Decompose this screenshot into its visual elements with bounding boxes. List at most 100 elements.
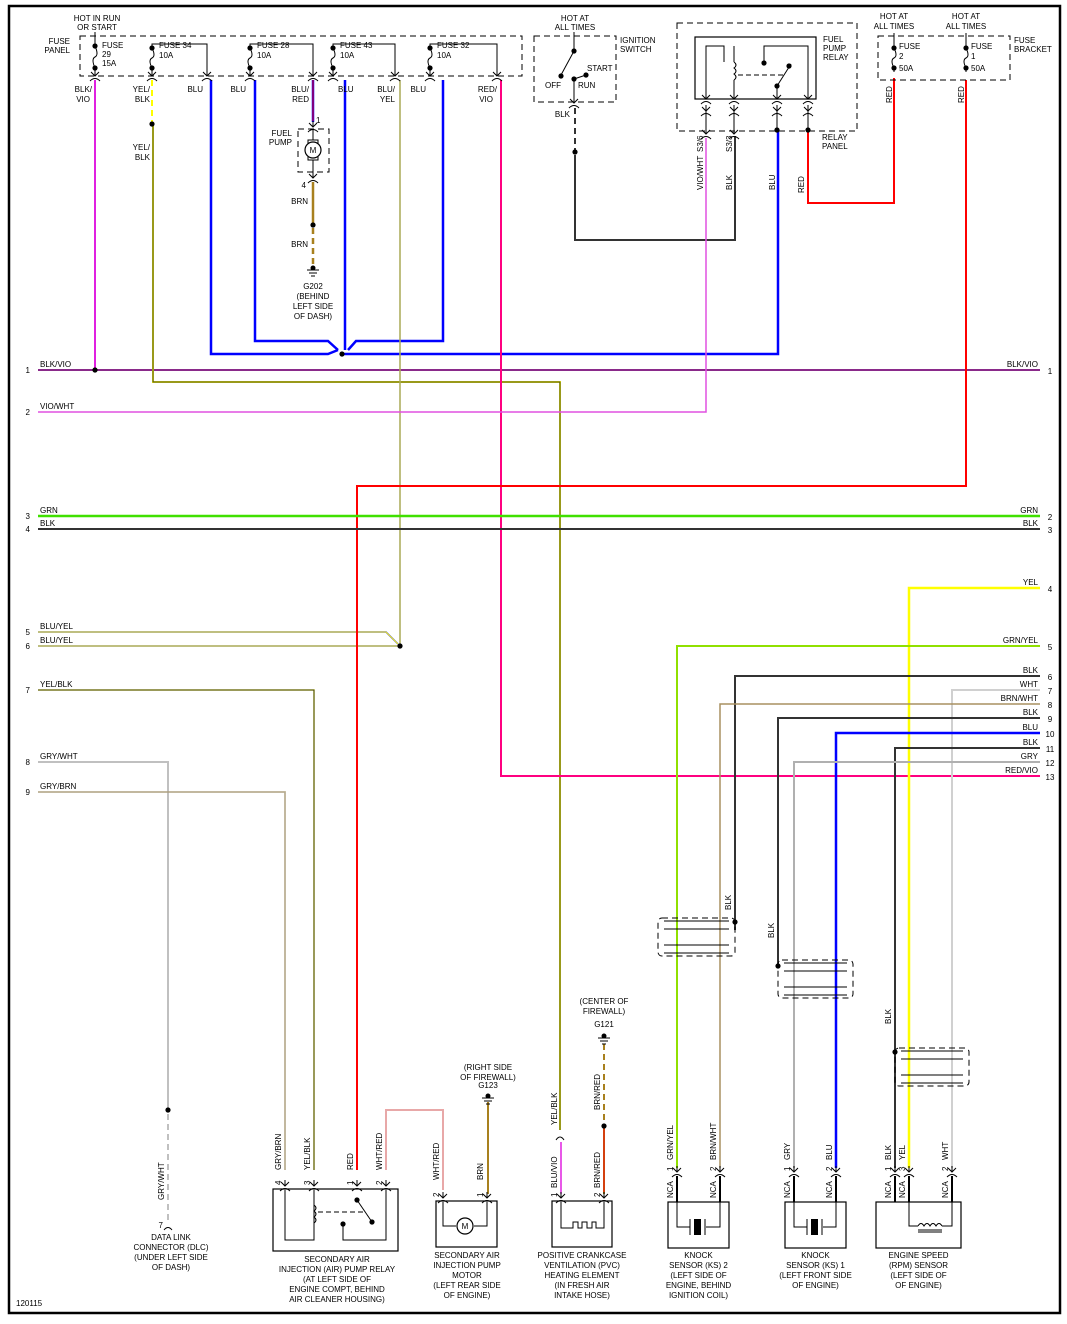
hot-at-all-times-label: ALL TIMES	[946, 22, 986, 31]
right-pin-number: 8	[1048, 701, 1053, 710]
bus-wire-5-blu-yel	[38, 631, 399, 645]
wire-yel-blk-to-pcv-tracer	[152, 124, 561, 1130]
air-relay-pin-socket	[351, 1188, 363, 1192]
wire-color-label: RED/	[478, 85, 498, 94]
bus-wire-9-gry-brn-tracer	[38, 791, 286, 1170]
splice-dot	[397, 643, 403, 649]
wire-color-label: BLK	[724, 894, 733, 910]
fuse-rating: 10A	[257, 51, 272, 60]
relay-pin-socket	[700, 101, 712, 105]
splice-dot	[339, 351, 345, 357]
heating-element-icon	[560, 1202, 605, 1229]
left-pin-number: 7	[26, 686, 31, 695]
fuse-panel-label: FUSE	[49, 37, 70, 46]
nca-label: NCA	[884, 1180, 893, 1198]
rpm-sensor-box	[875, 1201, 962, 1249]
fuse-panel-connector-pin	[245, 70, 255, 77]
wire-color-label: VIO	[76, 95, 90, 104]
right-pin-wire-label: BLK	[1023, 666, 1039, 675]
ground-id: G123	[478, 1081, 498, 1090]
wires-layer	[38, 78, 1040, 1222]
relay-pin-id: S3/6	[696, 135, 705, 152]
left-pin-wire-label: BLK	[40, 519, 56, 528]
fuse-panel-connector-pin	[90, 70, 100, 77]
fuse-rating: 10A	[159, 51, 174, 60]
rpm-sensor-shield	[894, 1047, 970, 1087]
wire-color-label: RED	[797, 176, 806, 193]
wire-color-label: BLK	[884, 1008, 893, 1024]
bus-wire-r5-grn-yel	[676, 645, 1040, 1168]
piezo-crystal-icon	[694, 1219, 701, 1235]
fuse-icon	[891, 44, 897, 72]
pcv-pin-socket	[598, 1200, 610, 1204]
wire-color-label: BLK/	[75, 85, 93, 94]
switch-position-run: RUN	[578, 81, 596, 90]
switch-start-link	[573, 74, 587, 80]
fuse-terminal	[247, 45, 253, 51]
wire-color-label: RED	[885, 86, 894, 103]
relay-pin-socket	[802, 101, 814, 105]
component-name-air-relay: AIR CLEANER HOUSING)	[289, 1295, 385, 1304]
fuse-panel-connector-pin-socket	[89, 78, 101, 82]
ground-terminal	[601, 1033, 607, 1039]
relay-panel-pin	[803, 105, 813, 112]
wire-color-label: BLU	[825, 1144, 834, 1160]
air-relay-pin	[352, 1180, 362, 1187]
motor-symbol-label: M	[462, 1222, 469, 1231]
fuel-pump-motor-icon	[304, 141, 322, 159]
fuel-pump-label: PUMP	[269, 138, 292, 147]
left-pin-wire-label: GRN	[40, 506, 58, 515]
component-name-dlc: CONNECTOR (DLC)	[134, 1243, 209, 1252]
wire-blk-ignition-to-relay	[574, 136, 736, 241]
left-pin-number: 2	[26, 408, 31, 417]
component-name-air-motor: INJECTION PUMP	[433, 1261, 501, 1270]
air-motor-lead	[442, 1202, 456, 1227]
component-name-dlc: OF DASH)	[152, 1263, 191, 1272]
fuse-number: 29	[102, 50, 111, 59]
ignition-switch-label: IGNITION	[620, 36, 656, 45]
wire-color-label: GRN/YEL	[666, 1124, 675, 1160]
fuse-panel-connector-pin-socket	[146, 78, 158, 82]
rpm-sensor-pin-socket	[903, 1174, 915, 1178]
right-pin-wire-label: GRY	[1021, 752, 1039, 761]
ground-g121-icon	[598, 1037, 610, 1045]
air-relay-contact-lead	[342, 1190, 387, 1241]
fuse-icon	[963, 44, 969, 72]
fuse-terminal	[427, 65, 433, 71]
knock-sensor-2-pin	[672, 1166, 682, 1173]
ground-id: G121	[594, 1020, 614, 1029]
wire-color-label: BLU/	[377, 85, 396, 94]
fuse-panel-connector-pin	[147, 70, 157, 77]
wire-color-label: BLU	[338, 85, 354, 94]
ground-g202-icon	[307, 269, 319, 277]
ignition-switch-connector	[569, 97, 579, 104]
ks-lead	[793, 1202, 807, 1228]
fuel-pump-relay-box	[694, 36, 817, 100]
component-name-knock-sensor-2: SENSOR (KS) 2	[669, 1261, 728, 1270]
component-name-knock-sensor-1: KNOCK	[801, 1251, 830, 1260]
air-relay-pin	[309, 1180, 319, 1187]
fuse-icon	[92, 42, 98, 72]
air-motor-pin-socket	[481, 1200, 493, 1204]
fuse-terminal	[891, 45, 897, 51]
right-pin-number: 10	[1046, 730, 1055, 739]
air-relay-pin	[381, 1180, 391, 1187]
wire-blu-fuse28	[253, 80, 339, 351]
knock-sensor-1-pin	[831, 1166, 841, 1173]
fuse-name: FUSE	[102, 41, 123, 50]
hot-in-run-label: OR START	[77, 23, 117, 32]
wire-color-label: BLK	[135, 153, 151, 162]
component-name-air-relay: INJECTION (AIR) PUMP RELAY	[279, 1265, 396, 1274]
fuse-icon	[330, 44, 336, 72]
wire-color-label: BLU/	[291, 85, 310, 94]
right-pin-wire-label: YEL	[1023, 578, 1039, 587]
left-pin-wire-label: VIO/WHT	[40, 402, 74, 411]
ks-lead	[706, 1202, 721, 1228]
right-pin-wire-label: BLK/VIO	[1007, 360, 1038, 369]
wire-color-label: WHT/RED	[432, 1142, 441, 1180]
fuse-name: FUSE	[899, 42, 920, 51]
rpm-lead	[942, 1202, 953, 1227]
right-pin-number: 6	[1048, 673, 1053, 682]
fuse-bus	[429, 43, 498, 72]
switch-off-terminal	[558, 73, 564, 79]
